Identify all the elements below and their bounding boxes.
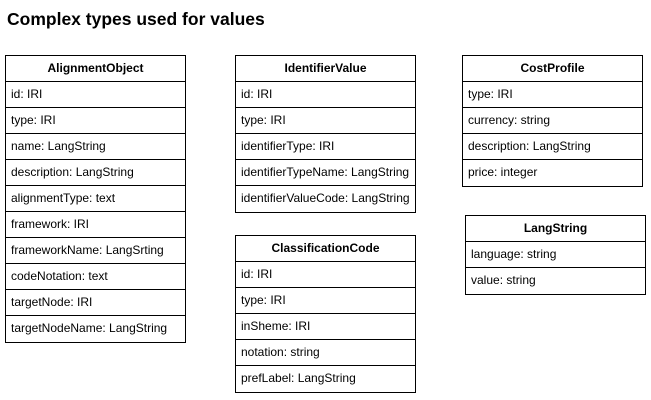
entity-field: frameworkName: LangSrting bbox=[6, 238, 185, 264]
entity-field: id: IRI bbox=[236, 262, 415, 288]
entity-field: targetNode: IRI bbox=[6, 290, 185, 316]
entity-name: CostProfile bbox=[463, 56, 642, 82]
classification-code-entity: ClassificationCode id: IRI type: IRI inS… bbox=[235, 235, 416, 393]
entity-field: type: IRI bbox=[463, 82, 642, 108]
identifier-value-entity: IdentifierValue id: IRI type: IRI identi… bbox=[235, 55, 416, 213]
lang-string-entity: LangString language: string value: strin… bbox=[465, 215, 646, 295]
page-title: Complex types used for values bbox=[7, 9, 265, 29]
entity-field: price: integer bbox=[468, 165, 538, 179]
entity-field: language: string bbox=[466, 242, 645, 268]
entity-name: LangString bbox=[466, 216, 645, 242]
entity-field: description: LangString bbox=[6, 160, 185, 186]
entity-name: ClassificationCode bbox=[236, 236, 415, 262]
cost-profile-entity: CostProfile type: IRI currency: string d… bbox=[462, 55, 643, 187]
entity-field: prefLabel: LangString bbox=[241, 371, 356, 385]
entity-field: description: LangString bbox=[463, 134, 642, 160]
entity-field: codeNotation: text bbox=[6, 264, 185, 290]
entity-field: type: IRI bbox=[6, 108, 185, 134]
entity-field: identifierType: IRI bbox=[236, 134, 415, 160]
entity-field: value: string bbox=[471, 273, 536, 287]
entity-field: identifierTypeName: LangString bbox=[236, 160, 415, 186]
alignment-object-entity: AlignmentObject id: IRI type: IRI name: … bbox=[5, 55, 186, 343]
entity-field: targetNodeName: LangString bbox=[11, 321, 168, 335]
entity-field: alignmentType: text bbox=[6, 186, 185, 212]
entity-name: IdentifierValue bbox=[236, 56, 415, 82]
entity-field: name: LangString bbox=[6, 134, 185, 160]
entity-field: type: IRI bbox=[236, 288, 415, 314]
entity-field: type: IRI bbox=[236, 108, 415, 134]
entity-field: id: IRI bbox=[6, 82, 185, 108]
entity-name: AlignmentObject bbox=[6, 56, 185, 82]
entity-field: framework: IRI bbox=[6, 212, 185, 238]
entity-field: inSheme: IRI bbox=[236, 314, 415, 340]
entity-field: notation: string bbox=[236, 340, 415, 366]
entity-field: identifierValueCode: LangString bbox=[241, 191, 410, 205]
entity-field: currency: string bbox=[463, 108, 642, 134]
entity-field: id: IRI bbox=[236, 82, 415, 108]
